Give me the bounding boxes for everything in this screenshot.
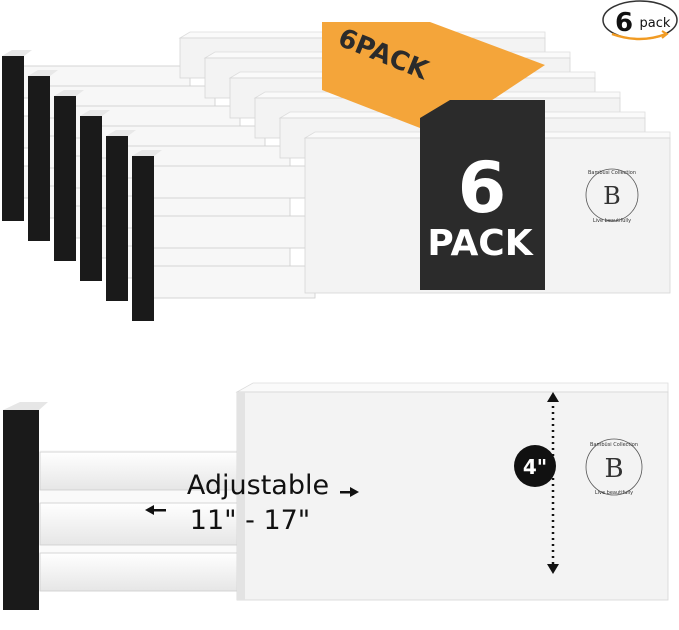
svg-text:6: 6	[615, 8, 633, 38]
divider-cap-top	[2, 50, 32, 56]
divider-stack-extensions	[2, 50, 316, 321]
svg-text:B: B	[604, 454, 623, 484]
height-badge	[514, 445, 556, 487]
divider-end-cap	[2, 56, 24, 221]
adjustable-range: 11" - 17"	[190, 505, 310, 536]
svg-text:Live beautifully: Live beautifully	[593, 218, 631, 224]
divider-cap-top	[132, 150, 162, 156]
band-word: PACK	[427, 223, 533, 264]
divider-cap-top	[80, 110, 110, 116]
divider-end-cap	[106, 136, 128, 301]
divider-cap-top	[54, 90, 84, 96]
divider-end-cap	[80, 116, 102, 281]
brand-logo-bottom: B Bambüsi Collection Live beautifully	[585, 438, 643, 496]
svg-text:pack: pack	[640, 16, 671, 31]
svg-text:Live beautifully: Live beautifully	[595, 490, 633, 496]
svg-text:Bambüsi Collection: Bambüsi Collection	[590, 442, 638, 448]
height-label: 4"	[523, 455, 547, 479]
black-band	[420, 118, 545, 290]
divider-cap-top	[106, 130, 136, 136]
single-divider	[3, 382, 669, 610]
adjust-arrows	[145, 487, 359, 515]
divider-end-cap	[28, 76, 50, 241]
divider-cap-top	[28, 70, 58, 76]
black-band-top	[420, 100, 545, 118]
adjustable-title: Adjustable	[187, 470, 329, 501]
divider-end-cap	[54, 96, 76, 261]
divider-slat	[151, 265, 316, 299]
divider-slat	[151, 165, 316, 199]
divider-slat	[151, 215, 316, 249]
svg-text:B: B	[603, 182, 621, 210]
brand-logo-top: B Bambüsi Collection Live beautifully	[585, 168, 639, 224]
divider-end-cap	[132, 156, 154, 321]
six-pack-badge: 6 pack	[602, 0, 678, 41]
svg-text:Bambüsi Collection: Bambüsi Collection	[588, 170, 636, 176]
band-number: 6	[458, 147, 507, 229]
